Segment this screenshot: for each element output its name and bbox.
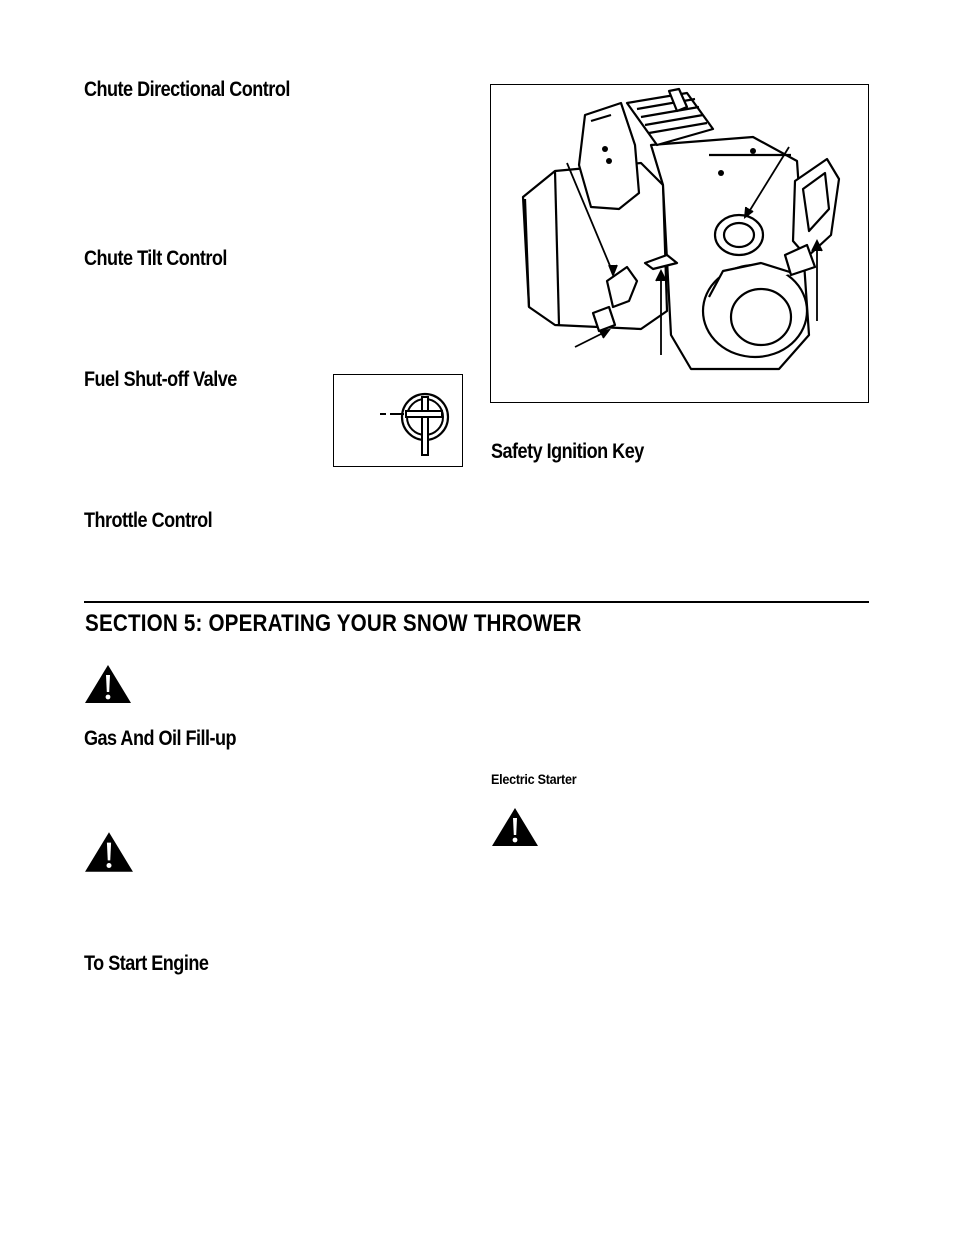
heading-fuel-shutoff-valve: Fuel Shut-off Valve [84,368,237,391]
section-title: SECTION 5: OPERATING YOUR SNOW THROWER [85,610,582,637]
heading-throttle-control: Throttle Control [84,509,213,532]
warning-triangle-icon [84,664,132,704]
fuel-valve-symbol-box [333,374,463,467]
warning-triangle-icon [84,831,134,873]
section-divider [84,601,869,603]
engine-illustration-frame [490,84,869,403]
heading-to-start-engine: To Start Engine [84,952,209,975]
heading-safety-ignition-key: Safety Ignition Key [491,440,644,463]
heading-electric-starter: Electric Starter [491,771,577,787]
heading-chute-tilt-control: Chute Tilt Control [84,247,227,270]
engine-illustration [521,87,841,371]
fuel-valve-symbol-icon [380,392,450,456]
heading-chute-directional-control: Chute Directional Control [84,78,290,101]
heading-gas-and-oil-fill-up: Gas And Oil Fill-up [84,727,237,750]
warning-triangle-icon [491,807,539,847]
